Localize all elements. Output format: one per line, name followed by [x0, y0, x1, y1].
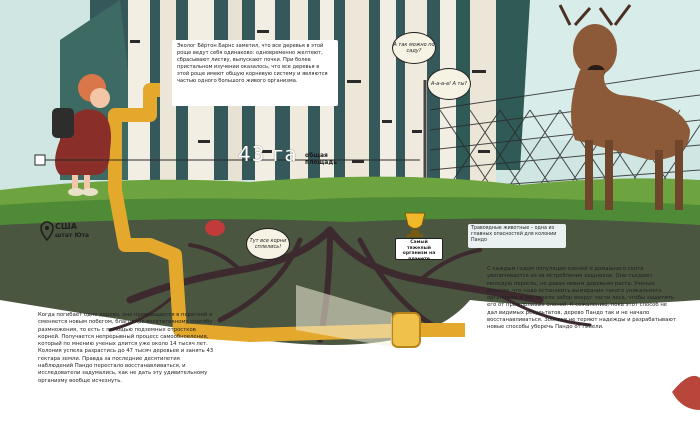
apple-icon: [205, 220, 225, 236]
location-country: США: [55, 222, 77, 231]
intro-text: Эколог Бёртон Барнс заметил, что все дер…: [177, 43, 328, 84]
area-marker: [34, 154, 420, 166]
trophy-icon: [404, 212, 426, 237]
herbivore-note-box: Травоядные животные – одна из главных оп…: [468, 224, 566, 248]
right-column-text: С каждым годом популяция оленей и домашн…: [487, 266, 676, 331]
intro-box: Эколог Бёртон Барнс заметил, что все дер…: [172, 40, 338, 106]
herbivore-note: Травоядные животные – одна из главных оп…: [471, 226, 557, 243]
area-caption: общая площадь: [305, 152, 337, 166]
location-pin-icon: [40, 221, 54, 242]
speech-bubble-top: А так можно по саду?: [392, 32, 436, 64]
deer-illustration: [558, 4, 690, 210]
girl-illustration: [52, 74, 111, 196]
creature-tail: [672, 375, 700, 410]
speech-bubble-deer-text: А-а-а-а! А ты?: [430, 81, 468, 87]
area-value: 43 га: [238, 142, 298, 166]
trophy-label-box: Самый тяжелый организм на планете: [395, 238, 443, 262]
speech-bubble-top-text: А так можно по саду?: [393, 42, 435, 54]
speech-bubble-deer: А-а-а-а! А ты?: [427, 68, 471, 100]
location-state: штат Юта: [55, 232, 90, 239]
left-column-text: Когда погибает одно дерево, оно превраща…: [38, 312, 214, 384]
speech-bubble-roots: Тут все корни сплелись!: [246, 228, 290, 260]
trophy-label: Самый тяжелый организм на планете: [402, 240, 436, 262]
speech-bubble-roots-text: Тут все корни сплелись!: [249, 238, 287, 250]
periscope-pipe: [108, 83, 465, 342]
light-beam: [296, 285, 392, 347]
roots: [108, 226, 592, 343]
periscope-lens: [391, 312, 421, 348]
